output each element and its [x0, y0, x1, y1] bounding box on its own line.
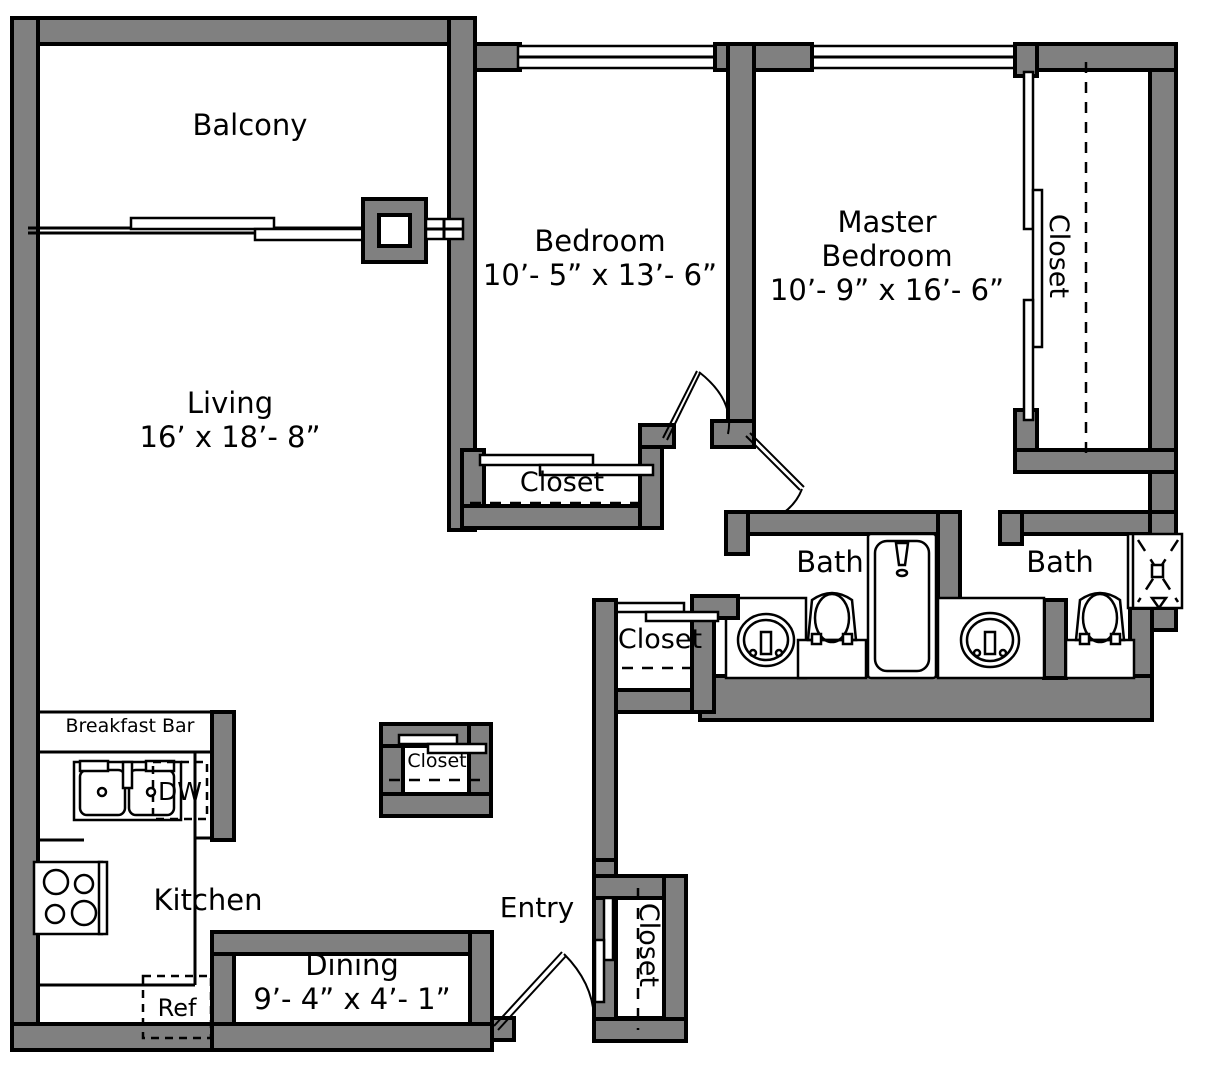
master-name-line2: Bedroom — [821, 239, 953, 274]
bedroom-closet-sliding-doors — [470, 453, 655, 505]
bedroom-name: Bedroom — [534, 224, 666, 258]
room-label-dining: Dining 9’- 4” x 4’- 1” — [232, 948, 472, 1016]
master-name-line1: Master — [837, 205, 937, 239]
closet-label-entry: Closet — [632, 902, 664, 987]
balcony-rail — [28, 216, 400, 242]
label-dishwasher: DW — [158, 777, 202, 806]
room-label-balcony: Balcony — [192, 108, 308, 142]
bath2-shower — [1126, 532, 1184, 611]
label-refrigerator: Ref — [157, 994, 197, 1022]
room-label-entry: Entry — [499, 891, 575, 924]
dining-walls — [210, 930, 494, 1052]
living-name: Living — [186, 386, 274, 420]
dining-dimensions: 9’- 4” x 4’- 1” — [253, 982, 451, 1017]
bath2-vanity — [936, 596, 1046, 680]
range — [32, 860, 109, 936]
closet-label-hall: Closet — [617, 624, 703, 655]
mid-closet-sliding-doors — [389, 733, 488, 782]
bath1-bathtub — [866, 532, 938, 680]
room-label-bath-2: Bath — [1026, 545, 1094, 579]
bedroom-dimensions: 10’- 5” x 13’- 6” — [482, 258, 718, 293]
room-label-kitchen: Kitchen — [153, 883, 263, 917]
master-dimensions: 10’- 9” x 16’- 6” — [769, 273, 1005, 308]
room-label-master-bedroom: Master Bedroom 10’- 9” x 16’- 6” — [762, 205, 1012, 308]
bath2-toilet — [1064, 591, 1136, 680]
bedroom-master-partition — [710, 42, 756, 449]
bath1-vanity — [724, 596, 808, 680]
bedroom-door — [662, 370, 731, 441]
label-breakfast-bar: Breakfast Bar — [65, 715, 195, 737]
master-closet-sliding-doors — [1022, 62, 1088, 458]
living-dimensions: 16’ x 18’- 8” — [139, 420, 321, 455]
closet-label-mid: Closet — [407, 750, 467, 772]
entry-closet-sliding-doors — [593, 888, 640, 1030]
dining-name: Dining — [305, 948, 399, 982]
closet-label-master: Closet — [1042, 213, 1074, 298]
room-label-living: Living 16’ x 18’- 8” — [120, 386, 340, 454]
bedroom-closet-walls — [460, 423, 676, 530]
balcony-column — [361, 197, 465, 264]
master-closet-walls — [1013, 42, 1178, 474]
kitchen-sink — [72, 759, 183, 822]
window-bedroom — [516, 44, 717, 70]
room-label-bath-1: Bath — [796, 545, 864, 579]
bath1-toilet — [796, 591, 868, 680]
room-label-bedroom: Bedroom 10’- 5” x 13’- 6” — [475, 224, 725, 292]
closet-label-bedroom: Closet — [519, 467, 605, 498]
kitchen-counter — [36, 710, 212, 987]
refrigerator — [141, 974, 213, 1040]
window-master — [810, 44, 1017, 70]
